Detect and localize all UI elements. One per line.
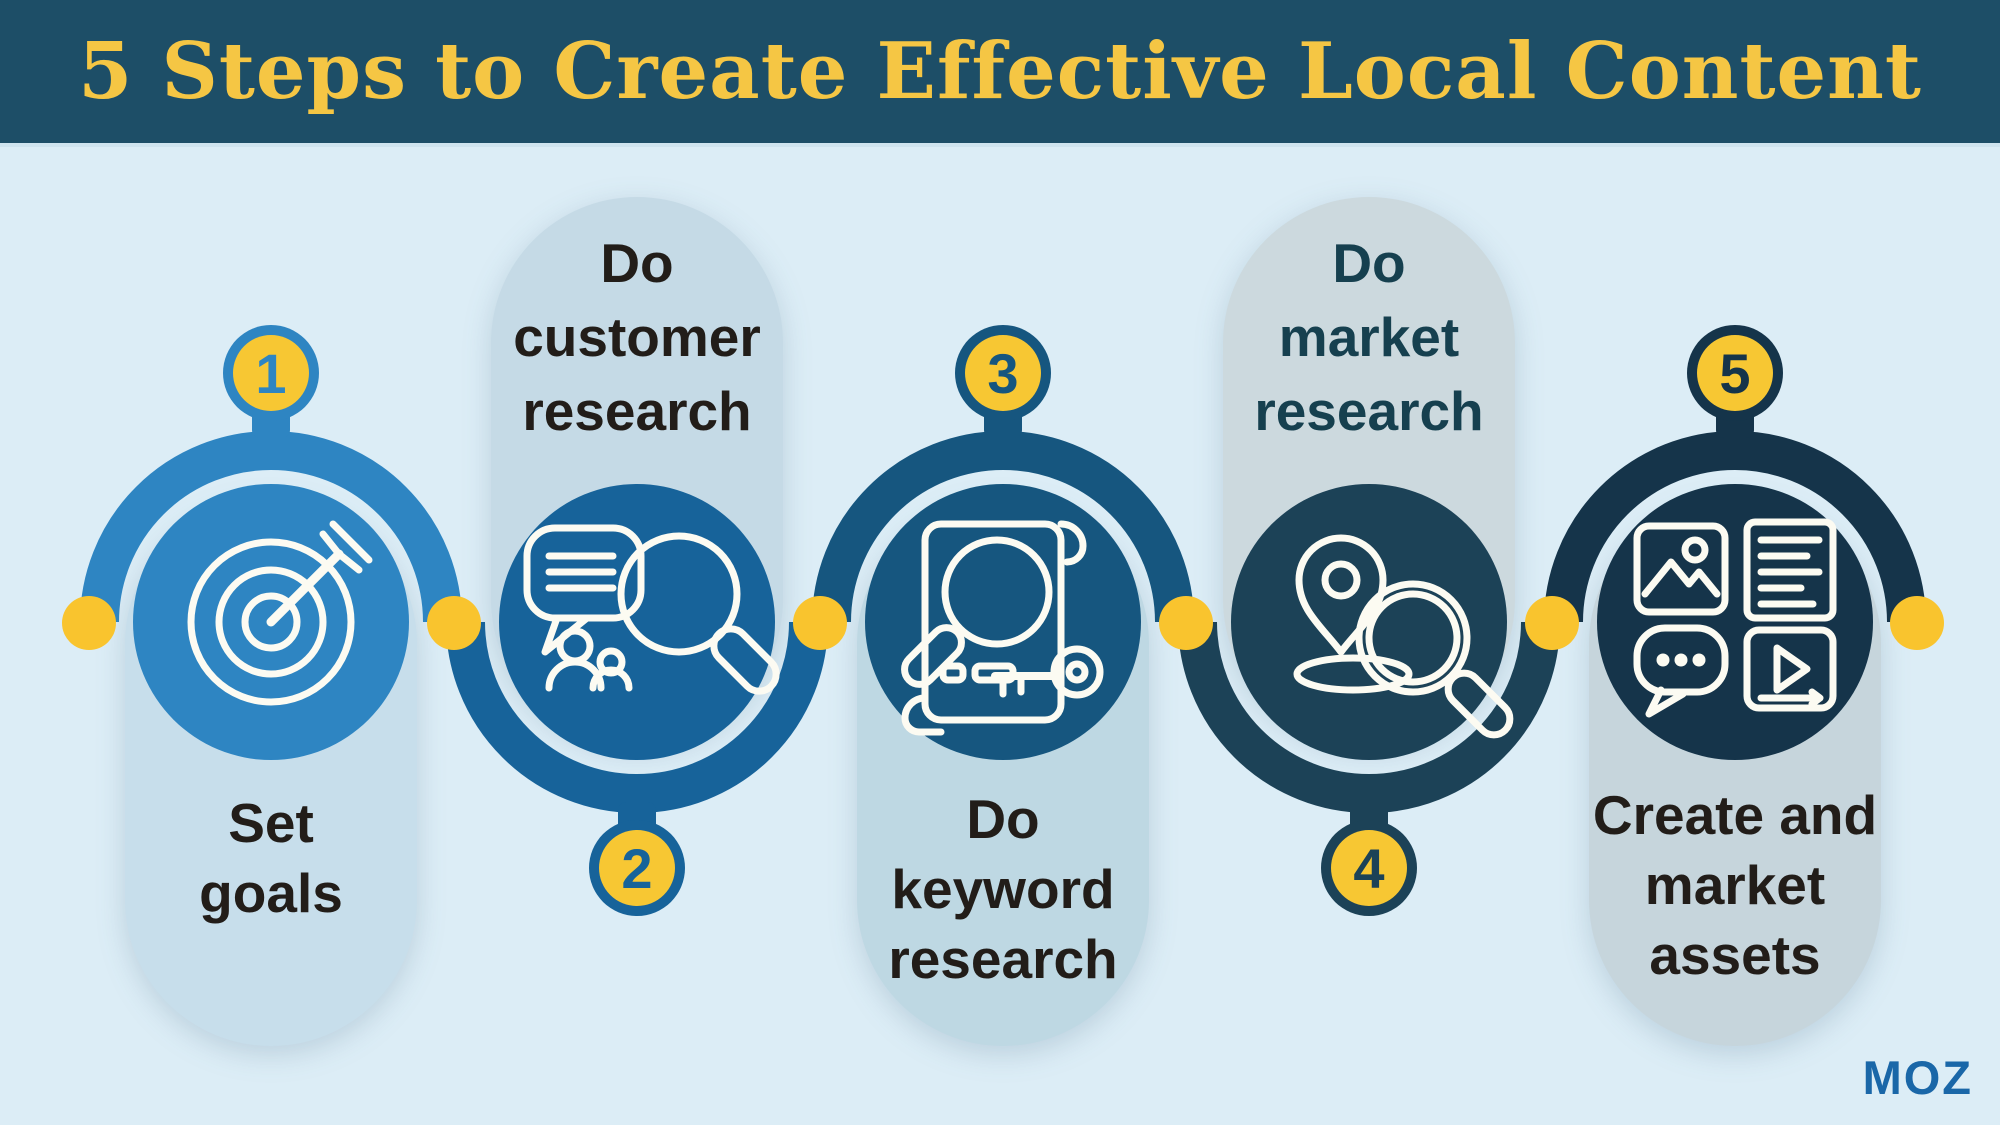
dart-fletch-2 [329, 520, 373, 564]
connector-dot [1525, 596, 1579, 650]
step-5-group: 5 [1544, 325, 1926, 1046]
step-3-label: Do keyword research [838, 784, 1168, 994]
article-tile [1743, 518, 1837, 622]
target-outer-ring [187, 538, 355, 706]
magnifier-lens-outer [1355, 580, 1471, 696]
badge-number: 4 [1353, 837, 1384, 900]
connector-dot [1890, 596, 1944, 650]
scroll-bottom-curl [901, 694, 945, 736]
badge-circle [1697, 335, 1773, 411]
dart-fletch-1 [319, 530, 363, 574]
step-2-label: Do customer research [472, 226, 802, 448]
connector-dot [427, 596, 481, 650]
target-bullseye [241, 592, 301, 652]
video-tile [1743, 626, 1837, 712]
keyword-research-icon [901, 520, 1104, 736]
scroll-sheet [921, 520, 1065, 724]
video-progress-arrow [1757, 688, 1824, 708]
image-sun [1681, 536, 1709, 564]
step-2-group: 2 [446, 197, 828, 916]
badge-number: 5 [1719, 342, 1750, 405]
pin-center [1321, 560, 1361, 600]
step-arc [446, 621, 828, 813]
step-label-line: Do [1332, 232, 1406, 294]
moz-logo: MOZ [1862, 1051, 1973, 1104]
badge-number: 3 [987, 342, 1018, 405]
step-label-line: goals [199, 862, 343, 924]
step-label-line: assets [1649, 924, 1821, 986]
step-arc [812, 431, 1194, 623]
connector-dot [62, 596, 116, 650]
step-label-line: keyword [891, 858, 1115, 920]
badge-circle [1331, 830, 1407, 906]
magnifier-lens-inner [1365, 590, 1461, 686]
comment-dot [1656, 653, 1670, 667]
map-base [1293, 654, 1413, 694]
key-hole [1065, 660, 1089, 684]
step-label-line: Do [600, 232, 674, 294]
step-4-group: 4 [1178, 197, 1560, 916]
step-label-line: market [1644, 854, 1826, 916]
badge-number: 2 [621, 837, 652, 900]
market-research-icon [1293, 534, 1514, 739]
target-goal-icon [187, 520, 373, 706]
create-market-assets-icon [1633, 518, 1837, 718]
step-1-group: 1 [80, 325, 462, 1046]
comment-dot [1674, 653, 1688, 667]
step-label-line: customer [513, 306, 761, 368]
badge-circle [233, 335, 309, 411]
step-label-line: Set [228, 792, 314, 854]
step-1-label: Set goals [106, 788, 436, 928]
comment-bubble-tail [1645, 686, 1687, 718]
step-arc [1178, 621, 1560, 813]
step-label-line: research [888, 928, 1118, 990]
image-mountains [1641, 558, 1721, 598]
step-4-label: Do market research [1204, 226, 1534, 448]
badge-number: 1 [255, 342, 286, 405]
badge-circle [599, 830, 675, 906]
connector-dot [793, 596, 847, 650]
page-title: 5 Steps to Create Effective Local Conten… [78, 26, 1922, 117]
step-5-label: Create and market assets [1570, 780, 1900, 990]
image-tile [1633, 522, 1729, 616]
connector-dot [1159, 596, 1213, 650]
magnifier-lens [941, 536, 1053, 648]
step-label-line: Create and [1592, 784, 1878, 846]
step-arc [80, 431, 462, 623]
step-label-line: research [1254, 380, 1484, 442]
dart-shaft [266, 549, 344, 627]
magnifier-lens [617, 532, 741, 656]
magnifier-handle [710, 625, 780, 695]
step-label-line: market [1278, 306, 1460, 368]
comment-dot [1692, 653, 1706, 667]
step-arc [1544, 431, 1926, 623]
step-3-group: 3 [812, 325, 1194, 1046]
keyword-dash [939, 662, 967, 684]
target-mid-ring [215, 566, 327, 678]
person-body-small [589, 666, 633, 692]
customer-research-icon [523, 524, 780, 695]
scroll-top-curl [1057, 520, 1087, 566]
step-label-line: Do [966, 788, 1040, 850]
header-banner: 5 Steps to Create Effective Local Conten… [0, 0, 2000, 147]
video-play-triangle [1773, 644, 1811, 694]
badge-circle [965, 335, 1041, 411]
magnifier-handle [1444, 669, 1514, 739]
wave-connector-dots [62, 596, 1944, 650]
step-label-line: research [522, 380, 752, 442]
